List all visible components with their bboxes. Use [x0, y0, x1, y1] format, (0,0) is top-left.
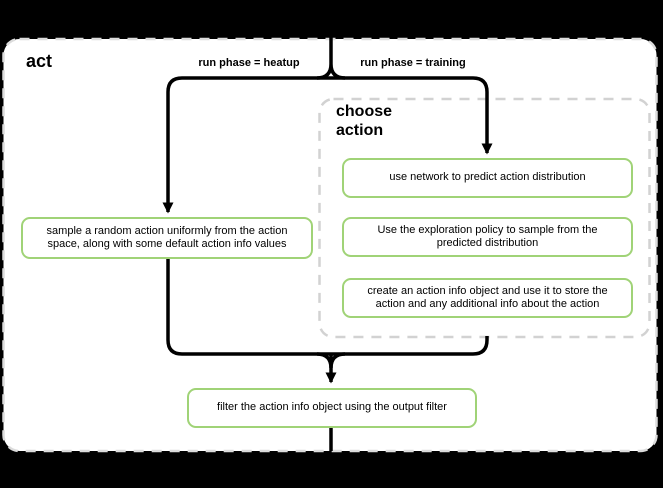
branch-label-heatup: run phase = heatup — [198, 57, 300, 69]
diagram-title: act — [26, 51, 53, 71]
node-create-action-info-object: create an action info object and use it … — [342, 278, 633, 318]
node-filter-action-info: filter the action info object using the … — [187, 388, 477, 428]
node-use-network-predict: use network to predict action distributi… — [342, 158, 633, 198]
group-title-choose-action: choose action — [336, 103, 393, 139]
node-exploration-policy-sample: Use the exploration policy to sample fro… — [342, 217, 633, 257]
edge-merge-bar — [166, 259, 489, 356]
node-sample-random-action: sample a random action uniformly from th… — [21, 217, 313, 259]
branch-label-training: run phase = training — [360, 57, 466, 69]
edge-branch-heatup-training — [162, 76, 493, 214]
